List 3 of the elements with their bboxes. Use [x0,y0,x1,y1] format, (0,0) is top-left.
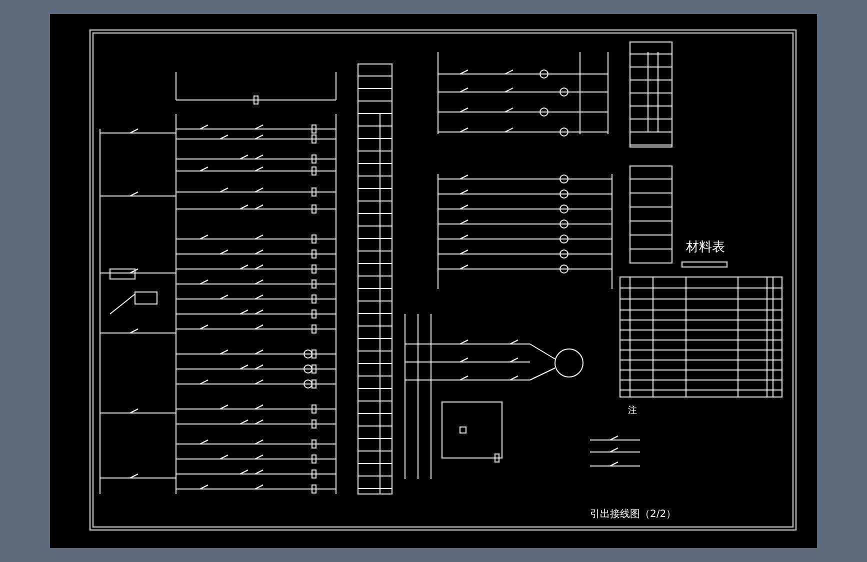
drawing-title: 引出接线图（2/2） [590,508,676,521]
note-marker: 注 [628,404,637,417]
table-title: 材料表 [686,239,725,256]
